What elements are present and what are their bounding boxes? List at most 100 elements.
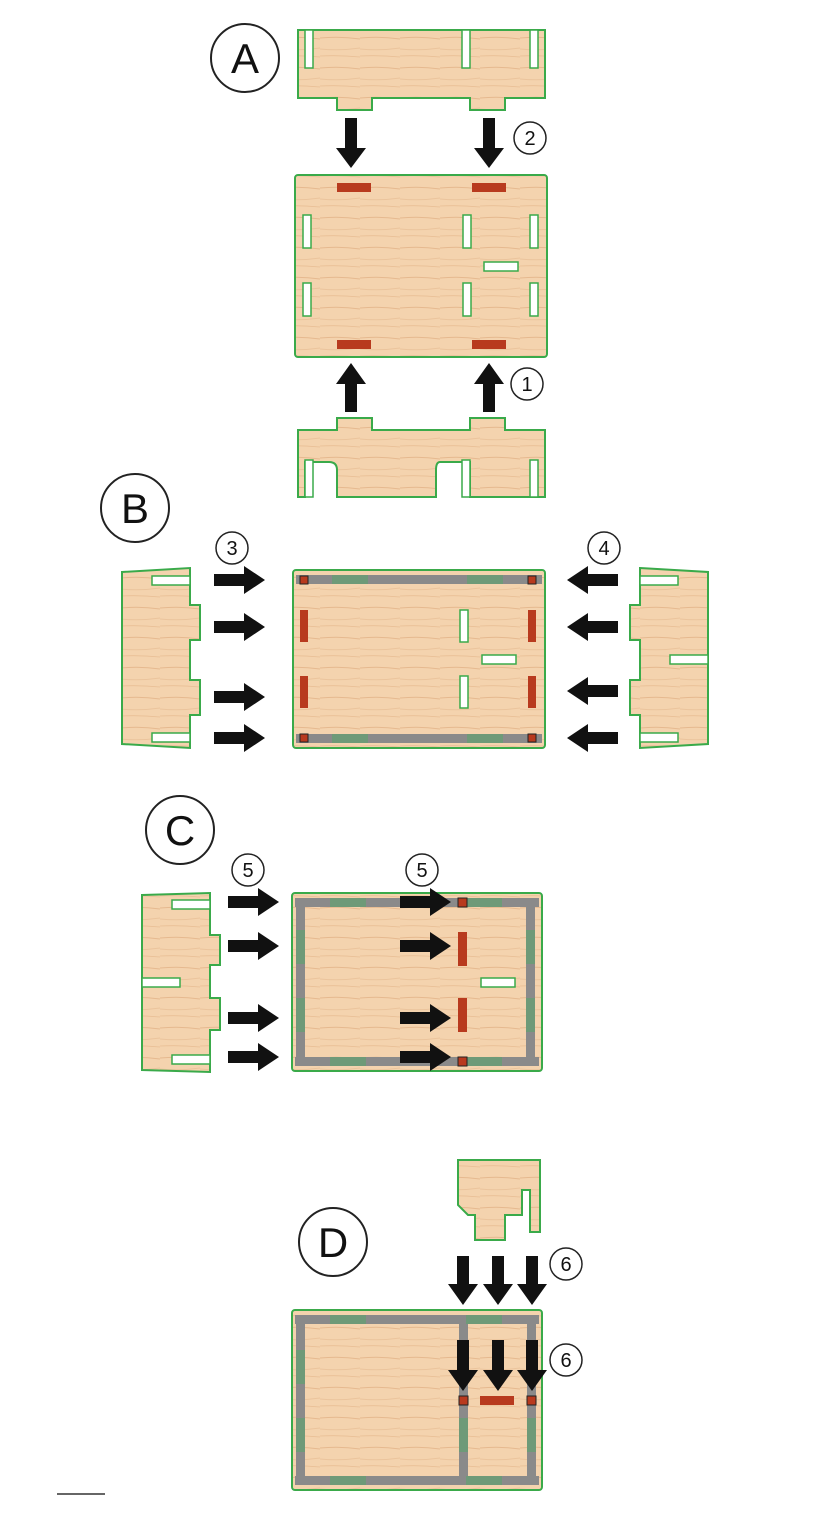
- rail-joint: [459, 1418, 468, 1452]
- arrow-left: [567, 724, 618, 752]
- step-a-badge: [210, 23, 280, 93]
- slot: [462, 214, 472, 249]
- inserted-tab: [300, 610, 308, 642]
- arrow-right: [214, 613, 265, 641]
- rail-joint: [526, 998, 535, 1032]
- slot: [141, 977, 181, 988]
- marker-1-label: 1: [521, 374, 532, 396]
- step-a-label: A: [231, 35, 259, 82]
- rail-joint: [296, 930, 305, 964]
- arrow-right: [400, 1004, 451, 1032]
- arrow-up: [336, 363, 366, 412]
- step-b-label: B: [121, 485, 149, 532]
- inserted-tab: [299, 575, 309, 585]
- rail-joint: [467, 575, 503, 584]
- inserted-tab: [526, 1395, 537, 1406]
- arrow-right: [400, 888, 451, 916]
- slot: [461, 459, 471, 498]
- slot: [529, 214, 539, 249]
- marker-4: [587, 531, 621, 565]
- rail-joint: [296, 1350, 305, 1384]
- rail-joint: [332, 575, 368, 584]
- inserted-tab: [480, 1396, 514, 1405]
- slot: [529, 29, 539, 69]
- rail-joint: [466, 1476, 502, 1485]
- side-rail: [296, 575, 542, 584]
- rail-joint: [527, 1418, 536, 1452]
- arrow-right: [214, 683, 265, 711]
- box-frame: [291, 1309, 543, 1491]
- slot: [480, 977, 516, 988]
- inserted-tab: [528, 610, 536, 642]
- marker-2: [513, 121, 547, 155]
- small-divider-panel: [457, 1159, 541, 1241]
- side-panel-top: [297, 29, 546, 111]
- rail-joint: [466, 1057, 502, 1066]
- arrow-right: [400, 932, 451, 960]
- end-panel-right: [629, 566, 709, 750]
- rail-joint: [330, 898, 366, 907]
- side-panel-bottom: [297, 417, 546, 498]
- marker-6: [549, 1343, 583, 1377]
- marker-6: [549, 1247, 583, 1281]
- arrow-down: [517, 1256, 547, 1305]
- rail-joint: [330, 1476, 366, 1485]
- inserted-tab: [472, 340, 506, 349]
- marker-4-label: 4: [598, 538, 609, 560]
- marker-2-label: 2: [524, 128, 535, 150]
- rail-joint: [330, 1315, 366, 1324]
- inserted-tab: [528, 676, 536, 708]
- step-b-badge: [100, 473, 170, 543]
- inserted-tab: [458, 1395, 469, 1406]
- divider-panel: [141, 891, 221, 1074]
- arrow-down: [517, 1340, 547, 1391]
- slot: [302, 282, 312, 317]
- side-rail: [295, 1476, 539, 1485]
- marker-5: [231, 853, 265, 887]
- arrow-down: [448, 1256, 478, 1305]
- inserted-tab: [299, 733, 309, 743]
- marker-3: [215, 531, 249, 565]
- box-frame: [291, 892, 543, 1072]
- slot: [639, 732, 679, 743]
- step-a: A 2 1: [210, 23, 548, 498]
- end-rail: [526, 898, 535, 1066]
- slot: [529, 459, 539, 498]
- marker-5-label: 5: [242, 860, 253, 882]
- rail-joint: [466, 1315, 502, 1324]
- slot: [639, 575, 679, 586]
- marker-6-label: 6: [560, 1350, 571, 1372]
- arrow-right: [214, 724, 265, 752]
- slot: [483, 261, 519, 272]
- arrow-right: [228, 888, 279, 916]
- rail-joint: [296, 1418, 305, 1452]
- inserted-tab: [337, 183, 371, 192]
- arrow-down: [474, 118, 504, 168]
- arrow-right: [400, 1043, 451, 1071]
- arrow-right: [228, 1043, 279, 1071]
- rail-joint: [466, 898, 502, 907]
- inserted-tab: [458, 998, 467, 1032]
- arrow-down: [448, 1340, 478, 1391]
- slot: [459, 609, 469, 643]
- rail-joint: [330, 1057, 366, 1066]
- slot: [462, 282, 472, 317]
- slot: [669, 654, 709, 665]
- step-c-label: C: [165, 807, 195, 854]
- slot: [304, 459, 314, 498]
- inserted-tab: [300, 676, 308, 708]
- inserted-tab: [457, 897, 468, 908]
- rail-joint: [467, 734, 503, 743]
- inserted-tab: [472, 183, 506, 192]
- slot: [461, 29, 471, 69]
- arrow-left: [567, 566, 618, 594]
- inserted-tab: [458, 932, 467, 966]
- marker-1: [510, 367, 544, 401]
- marker-5: [405, 853, 439, 887]
- arrow-down: [483, 1256, 513, 1305]
- arrow-left: [567, 677, 618, 705]
- inserted-tab: [527, 575, 537, 585]
- base-board: [292, 569, 546, 749]
- slot: [481, 654, 517, 665]
